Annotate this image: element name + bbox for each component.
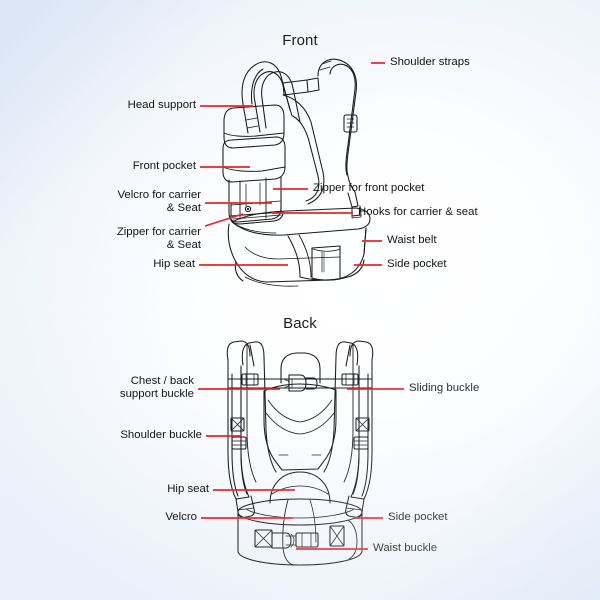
label-sliding-buckle: Sliding buckle bbox=[409, 382, 480, 394]
label-head-support: Head support bbox=[127, 99, 196, 111]
label-front-pocket: Front pocket bbox=[132, 160, 196, 172]
front-view-art bbox=[222, 58, 371, 287]
label-zipper-for-carrier-and-seat: Zipper for carrier & Seat bbox=[116, 226, 201, 252]
label-zipper-for-front-pocket: Zipper for front pocket bbox=[313, 182, 425, 194]
label-hooks-for-carrier-and-seat: Hooks for carrier & seat bbox=[358, 206, 478, 218]
label-shoulder-buckle: Shoulder buckle bbox=[120, 429, 202, 441]
label-hip-seat-back: Hip seat bbox=[167, 483, 209, 495]
back-view-title: Back bbox=[283, 315, 317, 332]
leader-lines bbox=[198, 62, 404, 550]
label-chest-back-support-buckle: Chest / back support buckle bbox=[119, 375, 194, 401]
label-shoulder-straps: Shoulder straps bbox=[390, 56, 470, 68]
label-hip-seat-front: Hip seat bbox=[153, 258, 195, 270]
label-side-pocket-front: Side pocket bbox=[387, 258, 447, 270]
label-velcro: Velcro bbox=[165, 511, 197, 523]
back-view-art bbox=[226, 340, 374, 566]
label-waist-buckle: Waist buckle bbox=[373, 542, 438, 554]
label-side-pocket-back: Side pocket bbox=[388, 511, 448, 523]
front-view-title: Front bbox=[282, 32, 318, 49]
label-waist-belt: Waist belt bbox=[387, 234, 437, 246]
label-velcro-for-carrier-and-seat: Velcro for carrier & Seat bbox=[117, 189, 201, 215]
